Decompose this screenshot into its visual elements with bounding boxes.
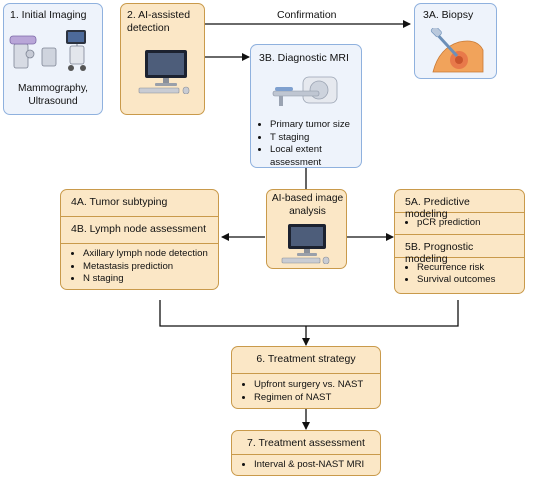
computer-icon (138, 50, 190, 94)
merge-line (159, 300, 459, 327)
step5b-list: Recurrence risk Survival outcomes (395, 258, 524, 292)
ai-center-title: AI-based image analysis (271, 193, 344, 217)
list-item: T staging (270, 132, 351, 145)
step3a-biopsy: 3A. Biopsy (414, 3, 497, 79)
list-item: N staging (83, 273, 208, 286)
step4b-list: Axillary lymph node detection Metastasis… (61, 244, 218, 289)
step7-title: 7. Treatment assessment (232, 431, 380, 455)
list-item: Survival outcomes (417, 274, 514, 287)
step3b-title: 3B. Diagnostic MRI (259, 52, 349, 64)
computer-icon (281, 224, 330, 264)
list-item: Interval & post-NAST MRI (254, 459, 370, 472)
step6-treatment-strategy: 6. Treatment strategy Upfront surgery vs… (231, 346, 381, 409)
list-item: Primary tumor size (270, 119, 351, 132)
list-item: Local extent assessment (270, 144, 351, 169)
step4-panel: 4A. Tumor subtyping 4B. Lymph node asses… (60, 189, 219, 290)
step2-ai-detection: 2. AI-assisted detection (120, 3, 205, 115)
step3b-list: Primary tumor size T staging Local exten… (251, 115, 361, 174)
step7-treatment-assessment: 7. Treatment assessment Interval & post-… (231, 430, 381, 476)
step1-modalities: Mammography, Ultrasound (17, 83, 88, 107)
step6-title: 6. Treatment strategy (232, 347, 380, 374)
step4a-title: 4A. Tumor subtyping (61, 190, 218, 217)
list-item: Upfront surgery vs. NAST (254, 379, 370, 392)
step6-list: Upfront surgery vs. NAST Regimen of NAST (232, 374, 380, 408)
list-item: Regimen of NAST (254, 392, 370, 405)
step1-title: 1. Initial Imaging (10, 9, 87, 21)
biopsy-icon (430, 28, 484, 73)
list-item: pCR prediction (417, 217, 514, 230)
step4b-title: 4B. Lymph node assessment (61, 217, 218, 244)
step5a-list: pCR prediction (395, 213, 524, 234)
ai-image-analysis: AI-based image analysis (266, 189, 347, 269)
confirmation-label: Confirmation (277, 9, 337, 21)
list-item: Metastasis prediction (83, 261, 208, 274)
step3a-title: 3A. Biopsy (423, 9, 474, 21)
step7-list: Interval & post-NAST MRI (232, 455, 380, 475)
imaging-machines-icon (9, 30, 86, 71)
step1-initial-imaging: 1. Initial Imaging Mammography, Ultrasou… (3, 3, 103, 115)
mri-scanner-icon (272, 76, 338, 106)
list-item: Recurrence risk (417, 262, 514, 275)
step2-title: 2. AI-assisted detection (127, 9, 191, 34)
list-item: Axillary lymph node detection (83, 248, 208, 261)
step5-panel: 5A. Predictive modeling pCR prediction 5… (394, 189, 525, 294)
step5b-title: 5B. Prognostic modeling (395, 233, 524, 265)
step3b-diagnostic-mri: 3B. Diagnostic MRI Primary tumor size T … (250, 44, 362, 168)
step5a-title: 5A. Predictive modeling (395, 190, 524, 220)
